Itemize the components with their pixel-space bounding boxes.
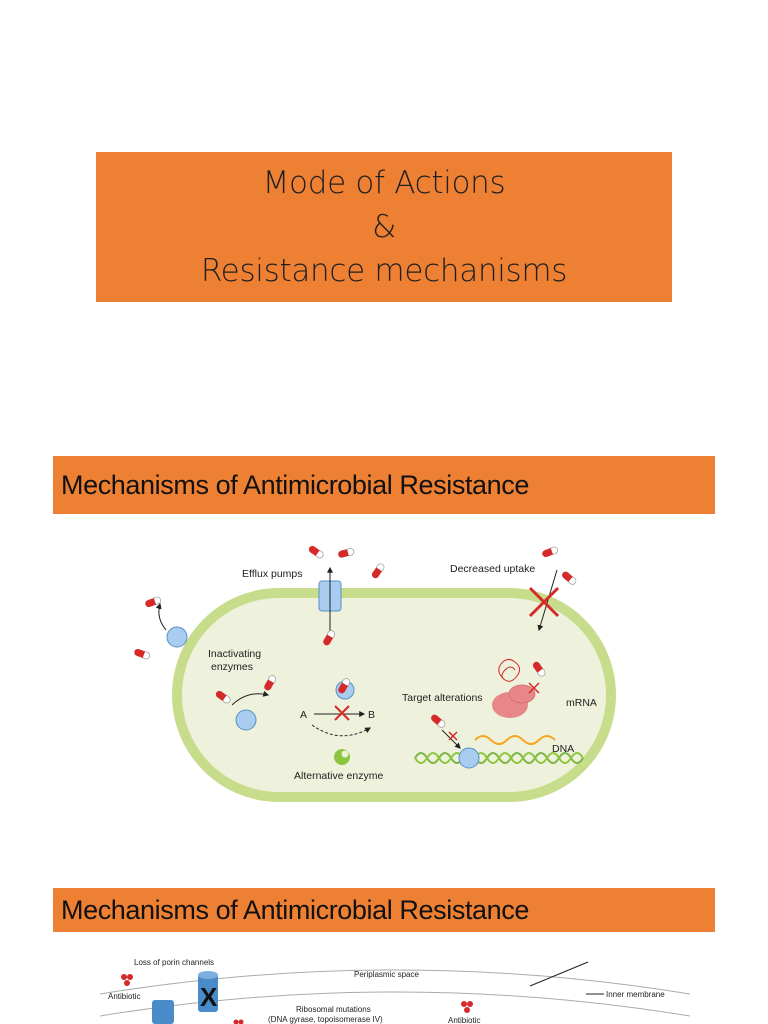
product-b-label: B	[368, 709, 375, 721]
antibiotic-label-right: Antibiotic	[448, 1016, 480, 1024]
ribosomal-mutations-label-2: (DNA gyrase, topoisomerase IV)	[268, 1015, 383, 1024]
blocked-x-icon	[334, 705, 350, 721]
inactivating-enzymes-label-2: enzymes	[211, 661, 253, 673]
antibiotic-pill-icon	[370, 561, 386, 581]
title-line-2: &	[372, 209, 396, 245]
protein-chain-icon	[498, 658, 521, 682]
efflux-pumps-label: Efflux pumps	[242, 568, 303, 580]
blocked-x-icon	[528, 586, 560, 618]
dna-label: DNA	[552, 743, 574, 755]
blocked-x-mark: X	[200, 982, 218, 1012]
porin-channel-icon	[198, 974, 218, 1012]
porin-channel-icon	[152, 1000, 174, 1024]
dna-enzyme-icon	[458, 747, 480, 769]
ribosomal-mutations-label-1: Ribosomal mutations	[296, 1005, 371, 1014]
title-box: Mode of Actions & Resistance mechanisms	[96, 152, 672, 302]
antibiotic-molecule-icon	[461, 1001, 473, 1013]
mrna-strand	[474, 735, 556, 745]
section-heading-band: Mechanisms of Antimicrobial Resistance	[53, 888, 715, 932]
antibiotic-pill-icon	[306, 544, 326, 560]
antibiotic-pill-icon	[560, 569, 578, 587]
antibiotic-pill-icon	[540, 545, 560, 559]
antibiotic-molecule-icon	[233, 1019, 244, 1024]
inner-membrane-label: Inner membrane	[606, 990, 665, 999]
inner-membrane-line	[100, 991, 690, 1017]
antibiotic-pill-icon	[336, 547, 356, 559]
section-heading: Mechanisms of Antimicrobial Resistance	[61, 894, 529, 925]
blocked-x-icon	[448, 731, 458, 741]
title-line-3: Resistance mechanisms	[200, 253, 568, 289]
antibiotic-label-left: Antibiotic	[108, 992, 140, 1001]
target-alterations-label: Target alterations	[402, 692, 483, 704]
outer-membrane-line	[100, 969, 690, 995]
alternative-enzyme-label: Alternative enzyme	[294, 770, 383, 782]
resistance-mechanisms-diagram: Efflux pumps Decreased uptake Inactivati…	[132, 544, 616, 802]
inactivating-enzyme-icon	[235, 709, 257, 731]
antibiotic-pill-icon	[132, 647, 152, 661]
section-heading: Mechanisms of Antimicrobial Resistance	[61, 469, 529, 500]
mrna-label: mRNA	[566, 697, 597, 709]
title-line-1: Mode of Actions	[262, 165, 506, 201]
antibiotic-molecule-icon	[121, 974, 133, 986]
alternative-enzyme-icon	[334, 749, 350, 765]
periplasmic-space-label: Periplasmic space	[354, 970, 419, 979]
porin-loss-label: Loss of porin channels	[134, 958, 214, 967]
blocked-x-icon	[528, 682, 540, 694]
decreased-uptake-label: Decreased uptake	[450, 563, 535, 575]
substrate-a-label: A	[300, 709, 307, 721]
membrane-enzyme-icon	[166, 626, 188, 648]
inactivating-enzymes-label-1: Inactivating	[208, 648, 261, 660]
gram-negative-resistance-diagram: Loss of porin channels Antibiotic X Peri…	[100, 958, 690, 1024]
section-heading-band: Mechanisms of Antimicrobial Resistance	[53, 456, 715, 514]
